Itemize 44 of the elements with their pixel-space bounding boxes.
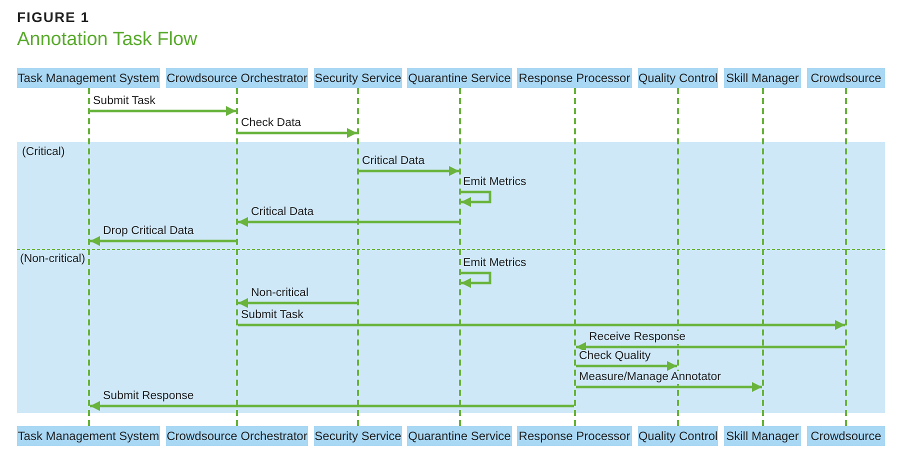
message-arrow [90,236,236,246]
message-arrow [238,128,357,138]
fragment-label: (Critical) [22,146,65,158]
participant-box: Security Service [314,68,402,88]
lifeline [236,88,238,426]
message-arrow [90,106,236,116]
participant-box: Crowdsource [807,68,885,88]
message-arrow [90,401,574,411]
lifeline [845,88,847,426]
participant-box: Skill Manager [724,68,801,88]
lifeline [762,88,764,426]
lifeline [459,88,461,426]
message-label: Submit Response [102,390,195,403]
message-arrow [238,298,357,308]
diagram-title: Annotation Task Flow [17,29,198,51]
lifeline [357,88,359,426]
message-label: Measure/Manage Annotator [578,371,722,384]
message-label: Drop Critical Data [102,225,195,238]
participant-box: Response Processor [517,426,632,446]
message-arrow [359,166,459,176]
participant-box: Quality Control [638,68,718,88]
figure-number: FIGURE 1 [17,9,90,25]
participant-box: Skill Manager [724,426,801,446]
participant-box: Task Management System [17,68,160,88]
message-label: Check Quality [578,350,652,363]
self-message-arrow [461,190,492,207]
participant-box: Crowdsource Orchestrator [166,426,308,446]
message-arrow [576,361,677,371]
participant-box: Task Management System [17,426,160,446]
message-label: Receive Response [588,331,687,344]
self-message-arrow [461,272,492,288]
message-arrow [238,217,459,227]
message-arrow [238,320,845,330]
message-arrow [576,382,762,392]
participant-box: Security Service [314,426,402,446]
lifeline [574,88,576,426]
participant-box: Response Processor [517,68,632,88]
lifeline [88,88,90,426]
participant-box: Quarantine Service [407,426,512,446]
participant-box: Quality Control [638,426,718,446]
message-arrow [576,342,845,352]
participant-box: Crowdsource [807,426,885,446]
participant-box: Quarantine Service [407,68,512,88]
participant-box: Crowdsource Orchestrator [166,68,308,88]
